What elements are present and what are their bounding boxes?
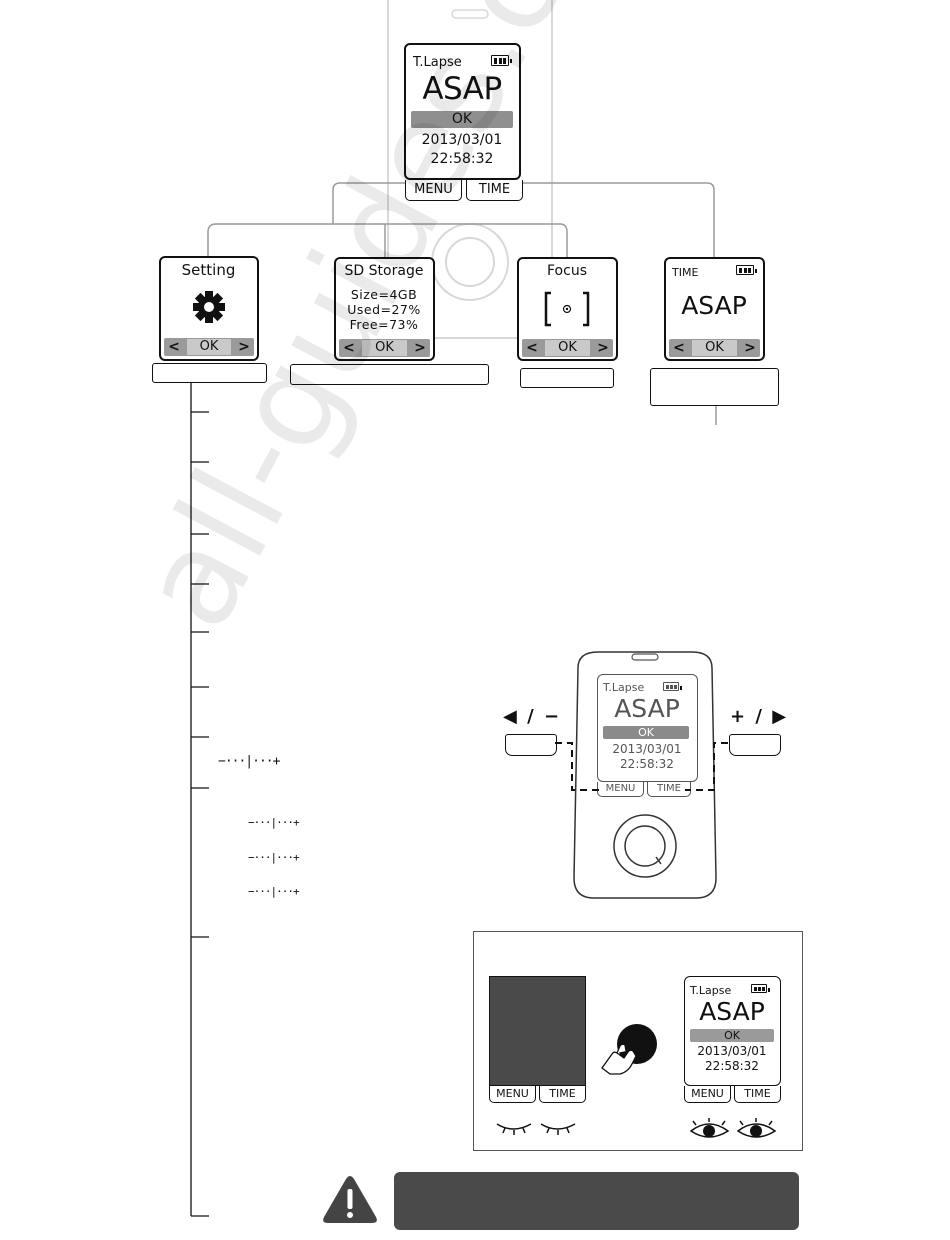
sd-storage-label-box	[290, 364, 489, 385]
sd-size: Size=4GB	[350, 287, 418, 302]
callout-lines	[555, 742, 728, 791]
adjust-slider: −···|···+	[218, 754, 280, 769]
battery-icon	[736, 265, 757, 275]
setting-nav: < OK >	[164, 338, 254, 356]
device-mode-label: T.Lapse	[603, 681, 645, 694]
sd-ok[interactable]: OK	[362, 340, 407, 356]
battery-icon	[751, 984, 770, 993]
time-screen[interactable]: TIME ASAP < OK >	[664, 257, 765, 361]
right-button-label: + / ▶	[730, 706, 789, 727]
ok-indicator: OK	[411, 111, 513, 128]
focus-title: Focus	[547, 263, 587, 279]
chevron-left-icon[interactable]: <	[168, 339, 180, 355]
battery-icon	[663, 682, 682, 691]
adjust-slider: −···|···+	[248, 851, 300, 864]
chevron-right-icon[interactable]: >	[744, 340, 756, 356]
device-time: 22:58:32	[620, 757, 674, 771]
open-eyes-icon	[689, 1118, 777, 1138]
device-mode-value: ASAP	[614, 694, 680, 723]
sd-storage-screen[interactable]: SD Storage Size=4GB Used=27% Free=73% < …	[334, 257, 435, 361]
warning-box	[394, 1172, 799, 1230]
chevron-right-icon[interactable]: >	[414, 340, 426, 356]
device-ok-indicator: OK	[603, 726, 689, 739]
sd-nav: < OK >	[339, 339, 430, 357]
adjust-slider: −···|···+	[248, 885, 300, 898]
gear-icon	[193, 291, 225, 323]
left-button-label: ◀ / −	[503, 706, 562, 727]
device-screen: T.Lapse ASAP OK 2013/03/01 22:58:32	[597, 674, 698, 782]
wake-mode-value: ASAP	[699, 997, 765, 1026]
screen-on: T.Lapse ASAP OK 2013/03/01 22:58:32	[684, 976, 781, 1086]
wake-mode-label: T.Lapse	[690, 984, 732, 997]
screen-off	[489, 976, 586, 1086]
off-menu-softkey[interactable]: MENU	[489, 1086, 536, 1103]
menu-softkey[interactable]: MENU	[405, 180, 462, 201]
off-time-softkey[interactable]: TIME	[539, 1086, 586, 1103]
mode-label: T.Lapse	[413, 55, 462, 70]
press-button-hand-icon	[601, 1024, 657, 1075]
focus-ok[interactable]: OK	[545, 340, 590, 356]
chevron-right-icon[interactable]: >	[238, 339, 250, 355]
on-menu-softkey[interactable]: MENU	[684, 1086, 731, 1103]
setting-screen[interactable]: Setting < OK >	[159, 256, 259, 361]
setting-label-box	[152, 363, 267, 383]
time-title: TIME	[672, 266, 699, 279]
right-plus-button[interactable]	[729, 734, 781, 756]
left-minus-button[interactable]	[505, 734, 557, 756]
focus-target-icon	[544, 291, 590, 327]
time-display: 22:58:32	[430, 151, 494, 167]
main-screen: T.Lapse ASAP OK 2013/03/01 22:58:32	[404, 43, 521, 180]
chevron-left-icon[interactable]: <	[673, 340, 685, 356]
device-date: 2013/03/01	[612, 742, 682, 756]
sd-storage-title: SD Storage	[344, 263, 424, 279]
time-mode-value: ASAP	[681, 291, 747, 320]
wake-time: 22:58:32	[705, 1059, 759, 1073]
warning-triangle-icon	[323, 1176, 377, 1223]
date-display: 2013/03/01	[421, 132, 503, 148]
sd-used: Used=27%	[347, 302, 421, 317]
wake-ok-indicator: OK	[690, 1029, 774, 1042]
setting-title: Setting	[181, 261, 236, 279]
adjust-slider: −···|···+	[248, 816, 300, 829]
time-ok[interactable]: OK	[692, 340, 737, 356]
setting-ok[interactable]: OK	[187, 339, 231, 355]
mode-value: ASAP	[422, 71, 502, 107]
on-time-softkey[interactable]: TIME	[734, 1086, 781, 1103]
focus-nav: < OK >	[522, 339, 613, 357]
chevron-right-icon[interactable]: >	[597, 340, 609, 356]
time-label-box	[650, 368, 779, 406]
chevron-left-icon[interactable]: <	[526, 340, 538, 356]
time-nav: < OK >	[669, 339, 760, 357]
wake-date: 2013/03/01	[697, 1044, 767, 1058]
focus-screen[interactable]: Focus < OK >	[517, 257, 618, 361]
closed-eyes-icon	[496, 1123, 576, 1135]
screen-wake-panel	[473, 931, 803, 1151]
sd-free: Free=73%	[349, 317, 419, 332]
battery-icon	[491, 55, 512, 66]
focus-label-box	[520, 368, 614, 388]
chevron-left-icon[interactable]: <	[343, 340, 355, 356]
time-softkey[interactable]: TIME	[466, 180, 523, 201]
